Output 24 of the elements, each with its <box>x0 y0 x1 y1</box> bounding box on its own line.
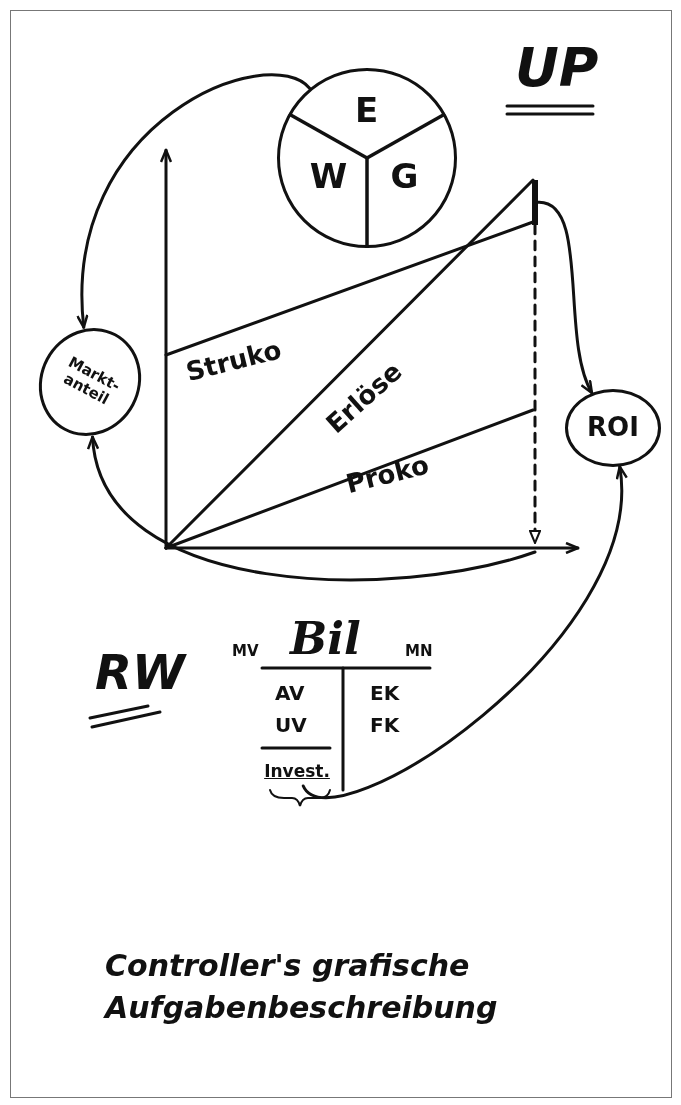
table-text: MN <box>405 643 433 660</box>
table-text: FK <box>370 714 400 736</box>
curve-label: Proko <box>343 450 432 499</box>
oval-node: ROI <box>565 389 661 467</box>
table-text: EK <box>370 682 400 704</box>
section-heading: UP <box>515 38 599 98</box>
table-text: Invest. <box>262 756 332 786</box>
curved-arrow <box>301 465 627 799</box>
dashed-arrow <box>529 223 541 545</box>
table-text: AV <box>275 682 305 704</box>
sector-circle <box>277 68 457 248</box>
curved-arrow <box>88 435 537 582</box>
marker-bar <box>532 180 538 225</box>
table-heading: Bil <box>290 615 361 664</box>
curved-arrow <box>536 200 594 395</box>
table-text: UV <box>275 714 307 736</box>
section-heading: RW <box>95 646 185 699</box>
sector-letter: E <box>354 92 379 127</box>
curved-arrow <box>77 73 312 329</box>
table-text: MV <box>232 643 259 660</box>
caption: Controller's grafische Aufgabenbeschreibung <box>105 947 499 1027</box>
curve-label: Struko <box>183 335 285 387</box>
sector-letter: W <box>309 158 348 193</box>
sector-letter: G <box>390 158 419 193</box>
